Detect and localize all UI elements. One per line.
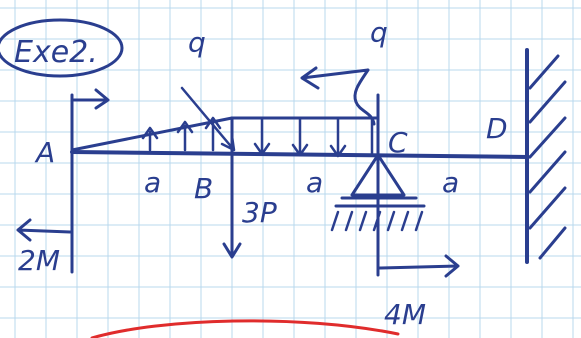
a-top-arrow [72, 88, 110, 110]
segment-ab-label: a [144, 166, 161, 199]
force-3p-label: 3P [242, 196, 277, 229]
point-c-label: C [388, 126, 408, 159]
q-right-label: q [370, 16, 388, 49]
segment-bc-label: a [306, 166, 323, 199]
q-left-label: q [188, 26, 206, 59]
segment-cd-label: a [442, 166, 459, 199]
red-arc [90, 319, 400, 338]
moment-2m-arrow [16, 218, 72, 242]
moment-4m-arrow [378, 254, 460, 278]
q-right-arrow [300, 66, 376, 126]
exercise-title: Exe2. [14, 35, 98, 70]
moment-4m-label: 4M [384, 298, 426, 331]
point-a-label: A [34, 136, 55, 169]
roller-support [330, 153, 426, 232]
wall-hatching [528, 54, 567, 260]
moment-2m-label: 2M [18, 244, 60, 277]
point-b-label: B [194, 172, 213, 205]
point-d-label: D [486, 112, 508, 145]
title-ellipse [0, 18, 124, 78]
force-3p-arrowhead [222, 242, 242, 259]
uniform-distributed-load [230, 116, 378, 158]
triangular-distributed-load [70, 116, 234, 152]
